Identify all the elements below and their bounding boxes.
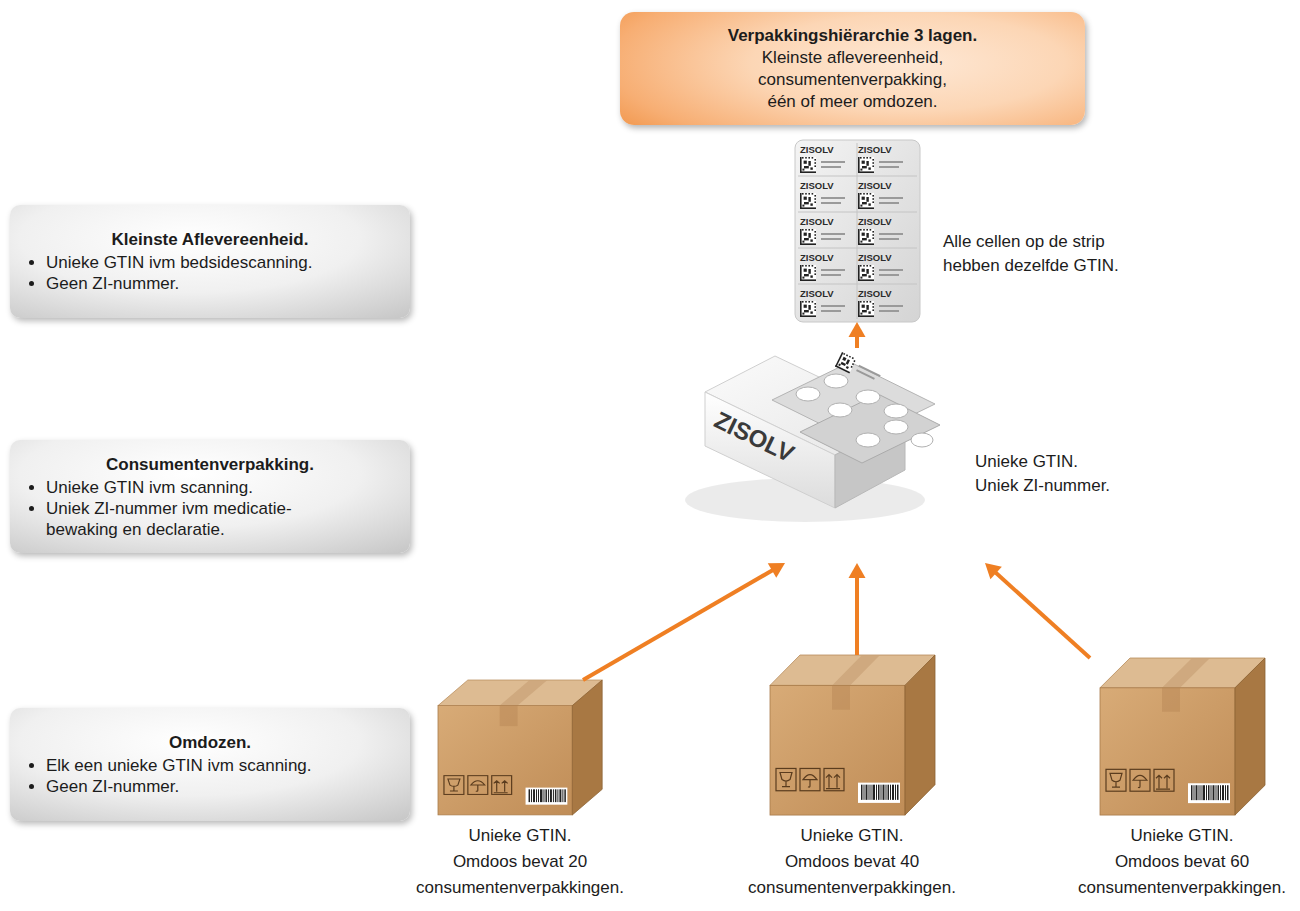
caption-text: Unieke GTIN.	[1074, 823, 1290, 849]
cardboard-box	[1100, 658, 1265, 815]
blister-strip-drawing	[798, 284, 917, 285]
bullet-list: Unieke GTIN ivm bedsidescanning.Geen ZI-…	[24, 252, 346, 294]
blister-strip-drawing	[798, 248, 917, 249]
blister-strip-drawing	[858, 157, 903, 173]
bullet-item: Geen ZI-nummer.	[46, 776, 346, 797]
cardboard-box	[438, 680, 602, 815]
info-panel: Omdozen.Elk een unieke GTIN ivm scanning…	[10, 708, 410, 821]
panel-heading: Omdozen.	[24, 732, 396, 753]
pill-box-drawing	[884, 404, 908, 418]
title-body: Kleinste aflevereenheid, consumentenverp…	[745, 47, 960, 113]
pill-box-drawing	[824, 374, 848, 388]
bullet-item: Elk een unieke GTIN ivm scanning.	[46, 755, 346, 776]
brand-label: ZISOLV	[800, 288, 834, 299]
blister-strip-drawing	[800, 301, 845, 317]
arrow-head	[768, 563, 785, 578]
blister-strip-drawing	[798, 176, 917, 177]
bullet-item: Unieke GTIN ivm bedsidescanning.	[46, 252, 346, 273]
cardboard-box	[770, 655, 935, 815]
blister-strip-drawing	[800, 193, 845, 209]
brand-label: ZISOLV	[858, 288, 892, 299]
blister-strip-drawing	[800, 229, 845, 245]
flow-arrow	[849, 322, 866, 348]
bullet-item: Uniek ZI-nummer ivm medicatie-bewaking e…	[46, 498, 346, 540]
panel-heading: Consumentenverpakking.	[24, 454, 396, 475]
brand-label: ZISOLV	[858, 180, 892, 191]
pill-box-drawing	[856, 433, 880, 447]
blister-strip-drawing	[795, 140, 920, 322]
blister-strip-drawing	[800, 265, 845, 281]
brand-label: ZISOLV	[800, 216, 834, 227]
arrow-line	[994, 571, 1090, 658]
brand-label: ZISOLV	[858, 252, 892, 263]
caption-text: Omdoos bevat 20 consumentenverpakkingen.	[412, 849, 628, 901]
blister-strip-drawing	[800, 157, 845, 173]
blister-strip-drawing	[858, 229, 903, 245]
pill-box-drawing	[796, 387, 820, 401]
blister-strip-drawing	[857, 143, 858, 319]
pill-box-drawing	[685, 352, 940, 522]
caption-text: Omdoos bevat 60 consumentenverpakkingen.	[1074, 849, 1290, 901]
pill-box-drawing	[835, 352, 882, 386]
panel-heading: Kleinste Aflevereenheid.	[24, 229, 396, 250]
caption-text: Alle cellen op de strip hebben dezelfde …	[943, 230, 1128, 278]
brand-label: ZISOLV	[800, 252, 834, 263]
brand-label: ZISOLV	[710, 406, 799, 468]
bullet-list: Elk een unieke GTIN ivm scanning.Geen ZI…	[24, 755, 346, 797]
blister-strip-drawing	[858, 301, 903, 317]
brand-label: ZISOLV	[858, 216, 892, 227]
blister-strip: ZISOLV ZISOLV ZISOLV ZISOLV ZISOLV ZISOLV ZISO…	[795, 140, 1135, 322]
bullet-item: Unieke GTIN ivm scanning.	[46, 477, 346, 498]
bullet-item: Geen ZI-nummer.	[46, 273, 346, 294]
pill-box-drawing	[828, 403, 852, 417]
brand-label: ZISOLV	[800, 180, 834, 191]
outer-carton: Unieke GTIN.Omdoos bevat 60 consumentenv…	[1074, 658, 1290, 901]
flow-arrow	[583, 563, 785, 680]
blister-strip-drawing	[858, 265, 903, 281]
brand-label: ZISOLV	[800, 144, 834, 155]
arrow-line	[855, 575, 859, 655]
blister-strip-drawing	[858, 193, 903, 209]
info-panel: Kleinste Aflevereenheid.Unieke GTIN ivm …	[10, 205, 410, 318]
flow-arrow	[849, 563, 866, 655]
blister-strip-drawing	[795, 140, 920, 322]
caption-text: Unieke GTIN.	[412, 823, 628, 849]
consumer-pack: ZISOLV Unieke GTIN. Uniek ZI-nummer.	[690, 348, 1130, 563]
arrow-head	[985, 563, 1002, 579]
bullet-list: Unieke GTIN ivm scanning.Uniek ZI-nummer…	[24, 477, 346, 540]
blister-strip-drawing	[798, 212, 917, 213]
caption-text: Unieke GTIN. Uniek ZI-nummer.	[975, 450, 1125, 498]
pill-box-drawing	[884, 420, 908, 434]
pill-box-drawing	[856, 390, 880, 404]
pill-box-drawing	[911, 433, 933, 447]
arrow-line	[583, 569, 775, 680]
info-panel: Consumentenverpakking.Unieke GTIN ivm sc…	[10, 440, 410, 553]
arrow-head	[849, 563, 866, 578]
title-heading: Verpakkingshiërarchie 3 lagen.	[728, 25, 977, 47]
arrow-head	[849, 322, 866, 337]
caption-text: Omdoos bevat 40 consumentenverpakkingen.	[744, 849, 960, 901]
flow-arrow	[985, 563, 1090, 658]
outer-carton: Unieke GTIN.Omdoos bevat 20 consumentenv…	[412, 680, 628, 901]
pill-box-drawing	[835, 352, 882, 386]
brand-label: ZISOLV	[858, 144, 892, 155]
caption-text: Unieke GTIN.	[744, 823, 960, 849]
outer-carton: Unieke GTIN.Omdoos bevat 40 consumentenv…	[744, 655, 960, 901]
title-box: Verpakkingshiërarchie 3 lagen.Kleinste a…	[620, 12, 1085, 125]
